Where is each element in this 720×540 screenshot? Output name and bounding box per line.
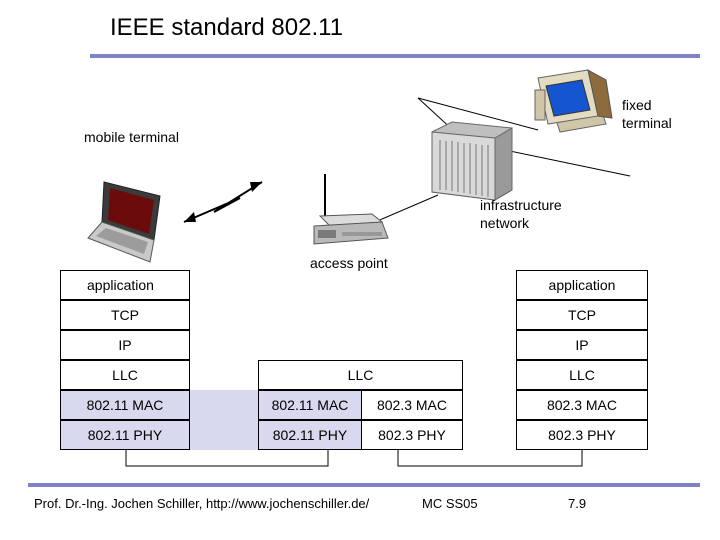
link-line-1 — [417, 97, 539, 131]
footer-course: MC SS05 — [422, 496, 478, 511]
access-point-label: access point — [310, 255, 388, 271]
right-stack-phy: 802.3 PHY — [516, 420, 648, 450]
link-line-3 — [504, 149, 631, 177]
right-stack-mac: 802.3 MAC — [516, 390, 648, 420]
right-stack-llc: LLC — [516, 360, 648, 390]
middle-stack-phy-80211: 802.11 PHY — [258, 420, 362, 450]
left-stack-mac: 802.11 MAC — [60, 390, 190, 420]
laptop-icon — [87, 181, 161, 263]
left-stack-tcp: TCP — [60, 300, 190, 330]
middle-stack-phy-8023: 802.3 PHY — [361, 420, 463, 450]
right-stack-tcp: TCP — [516, 300, 648, 330]
link-line-4 — [374, 194, 439, 223]
middle-stack-mac-80211: 802.11 MAC — [258, 390, 362, 420]
access-point-icon — [313, 174, 389, 245]
left-stack-ip: IP — [60, 330, 190, 360]
server-rack-icon — [431, 121, 513, 201]
page-title: IEEE standard 802.11 — [110, 14, 344, 41]
middle-stack-llc: LLC — [258, 360, 463, 390]
middle-stack-mac-8023: 802.3 MAC — [361, 390, 463, 420]
right-stack-ip: IP — [516, 330, 648, 360]
right-stack-application: application — [516, 270, 648, 300]
footer-author: Prof. Dr.-Ing. Jochen Schiller, http://w… — [34, 496, 370, 511]
fixed-terminal-label: fixed terminal — [622, 97, 672, 131]
left-stack-phy: 802.11 PHY — [60, 420, 190, 450]
connector-wireless — [125, 450, 329, 467]
left-stack-application: application — [60, 270, 190, 300]
infrastructure-network-label: infrastructure network — [480, 197, 562, 231]
mobile-terminal-label: mobile terminal — [84, 129, 179, 145]
desktop-computer-icon — [534, 69, 613, 133]
connector-wired — [397, 450, 583, 467]
wireless-link-icon — [183, 181, 263, 223]
footer-page-number: 7.9 — [568, 496, 587, 511]
left-stack-llc: LLC — [60, 360, 190, 390]
